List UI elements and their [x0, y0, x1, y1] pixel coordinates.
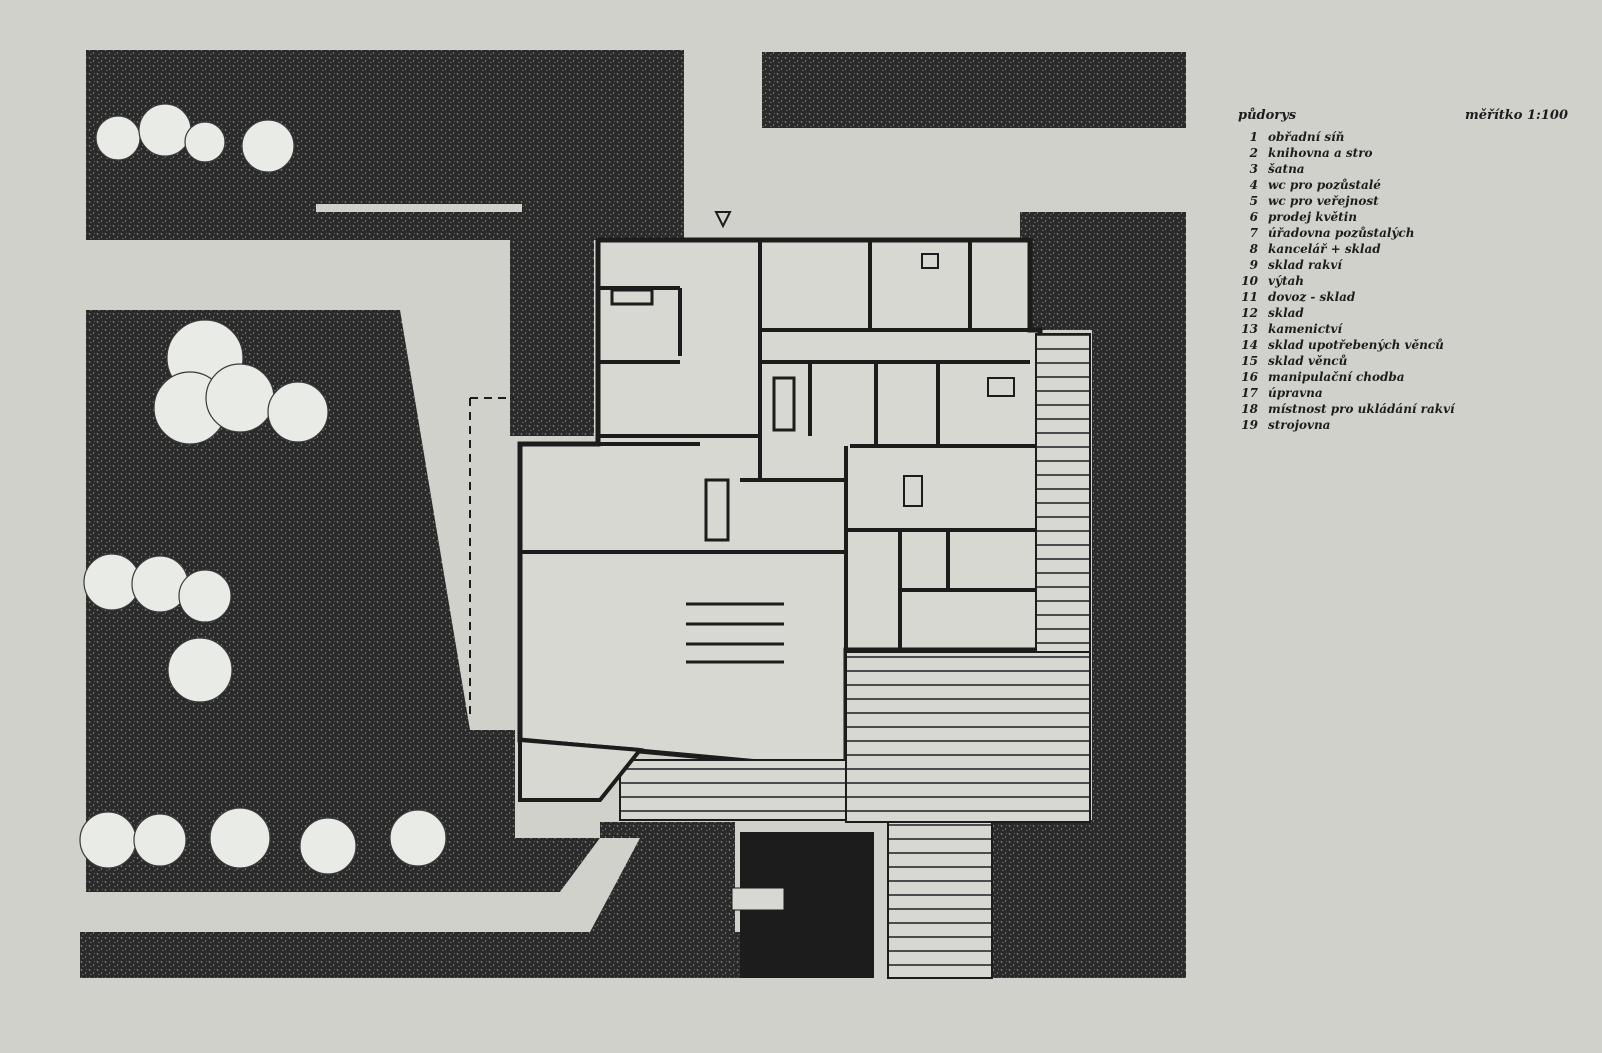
legend-item-number: 5 [1249, 194, 1258, 208]
legend-title: půdorys [1238, 108, 1297, 123]
legend-item-number: 8 [1249, 242, 1258, 256]
vegetation-areas [80, 50, 1186, 978]
legend-item-label: dovoz - sklad [1268, 290, 1356, 304]
stairs [518, 333, 1091, 979]
legend-item: 8 kancelář + sklad [1238, 241, 1568, 257]
service-block [731, 832, 874, 978]
legend-item-number: 1 [1249, 130, 1258, 144]
legend-item-number: 15 [1241, 354, 1258, 368]
legend-item-number: 11 [1241, 290, 1258, 304]
legend-item-label: úpravna [1268, 386, 1323, 400]
legend-item: 18 místnost pro ukládání rakví [1238, 401, 1568, 417]
legend-item: 13 kamenictví [1238, 321, 1568, 337]
legend-item: 17 úpravna [1238, 385, 1568, 401]
legend-item: 9 sklad rakví [1238, 257, 1568, 273]
legend-item: 5 wc pro veřejnost [1238, 193, 1568, 209]
legend-item-label: sklad rakví [1268, 258, 1342, 272]
legend-item: 1 obřadní síň [1238, 129, 1568, 145]
legend-item: 2 knihovna a stro [1238, 145, 1568, 161]
legend-item-number: 3 [1249, 162, 1258, 176]
legend-item-label: strojovna [1268, 418, 1331, 432]
legend-item-label: kamenictví [1268, 322, 1343, 336]
legend-item-number: 14 [1241, 338, 1258, 352]
legend-item: 7 úřadovna pozůstalých [1238, 225, 1568, 241]
pews [686, 602, 784, 664]
legend-item-label: prodej květin [1268, 210, 1358, 224]
legend-item-number: 6 [1249, 210, 1258, 224]
legend-item-number: 9 [1249, 258, 1258, 272]
legend-item-label: wc pro veřejnost [1268, 194, 1379, 208]
legend-item-number: 16 [1241, 370, 1258, 384]
legend-item-label: úřadovna pozůstalých [1268, 226, 1415, 240]
legend-item-label: šatna [1268, 162, 1305, 176]
legend-item: 16 manipulační chodba [1238, 369, 1568, 385]
legend-item: 14 sklad upotřebených věnců [1238, 337, 1568, 353]
legend-item-number: 13 [1241, 322, 1258, 336]
legend-item-label: místnost pro ukládání rakví [1268, 402, 1455, 416]
legend-item-number: 4 [1249, 178, 1258, 192]
legend-item: 12 sklad [1238, 305, 1568, 321]
legend-item-label: obřadní síň [1268, 130, 1345, 144]
legend-item-label: manipulační chodba [1268, 370, 1405, 384]
legend-item-number: 10 [1241, 274, 1258, 288]
legend-item-label: knihovna a stro [1268, 146, 1373, 160]
legend-item-label: sklad [1268, 306, 1304, 320]
legend-item: 15 sklad věnců [1238, 353, 1568, 369]
legend-item-label: wc pro pozůstalé [1268, 178, 1381, 192]
legend-scale: měřítko 1:100 [1464, 108, 1568, 123]
legend-item-label: sklad věnců [1268, 354, 1348, 368]
legend-item-label: sklad upotřebených věnců [1268, 338, 1444, 352]
legend-item-number: 12 [1241, 306, 1258, 320]
legend-item: 10 výtah [1238, 273, 1568, 289]
legend-item: 11 dovoz - sklad [1238, 289, 1568, 305]
trees [79, 103, 447, 875]
legend: půdorys měřítko 1:100 1 obřadní síň 2 kniho… [1238, 108, 1568, 433]
legend-item: 4 wc pro pozůstalé [1238, 177, 1568, 193]
legend-item-label: kancelář + sklad [1268, 242, 1381, 256]
garden-paths [80, 204, 640, 932]
legend-item-label: výtah [1268, 274, 1304, 288]
legend-item: 19 strojovna [1238, 417, 1568, 433]
legend-list: 1 obřadní síň 2 knihovna a stro 3 šatna 4 wc pr… [1238, 129, 1568, 433]
legend-item-number: 2 [1249, 146, 1258, 160]
legend-item-number: 7 [1249, 226, 1258, 240]
legend-item-number: 17 [1241, 386, 1258, 400]
legend-item-number: 19 [1241, 418, 1258, 432]
legend-item-number: 18 [1241, 402, 1258, 416]
legend-item: 6 prodej květin [1238, 209, 1568, 225]
building [469, 211, 1065, 773]
legend-item: 3 šatna [1238, 161, 1568, 177]
